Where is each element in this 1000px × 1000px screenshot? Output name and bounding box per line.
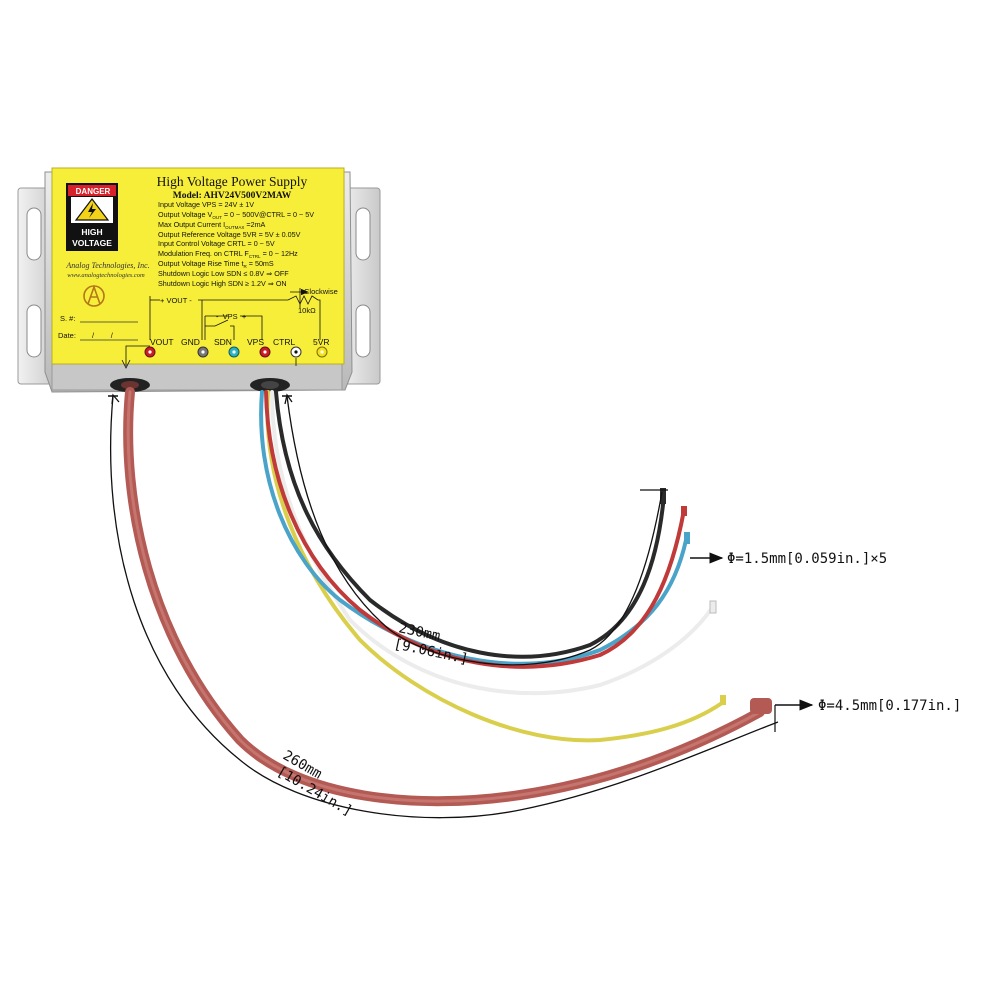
terminal-label-5vr: 5VR — [313, 337, 330, 347]
terminal-label-sdn: SDN — [214, 337, 232, 347]
short-wire-dimension-arc — [286, 395, 663, 666]
wire-white — [270, 390, 714, 696]
serial-label: S. #: — [60, 314, 75, 323]
terminal-label-ctrl: CTRL — [273, 337, 295, 347]
long-wire-dimension-arc — [110, 395, 779, 819]
vps-bracket-label: - VPS + — [216, 312, 247, 321]
spec-shutdown-high: Shutdown Logic High SDN ≥ 1.2V ⇒ ON — [158, 279, 287, 288]
wire-tips — [660, 488, 772, 714]
date-separators: / / — [92, 331, 114, 340]
circuit-schematic — [149, 288, 321, 340]
spec-max-current: Max Output Current IOUTMAX =2mA — [158, 220, 266, 230]
wire-blue — [259, 390, 688, 666]
vout-bracket-label: + VOUT - — [160, 296, 192, 305]
grommet-left — [110, 378, 150, 392]
warning-line1: HIGH — [81, 227, 102, 237]
spec-input-voltage: Input Voltage VPS = 24V ± 1V — [158, 200, 254, 209]
spec-reference-voltage: Output Reference Voltage 5VR = 5V ± 0.05… — [158, 230, 301, 239]
spec-rise-time: Output Voltage Rise Time tR = 50mS — [158, 259, 274, 269]
product-label: High Voltage Power Supply Model: AHV24V5… — [51, 167, 345, 369]
warning-header: DANGER — [76, 187, 111, 196]
spec-output-voltage: Output Voltage VOUT = 0 ~ 500V@CTRL = 0 … — [158, 210, 314, 220]
high-voltage-warning: DANGER HIGH VOLTAGE — [66, 183, 118, 251]
terminal-label-vout: VOUT — [150, 337, 174, 347]
label-model: Model: AHV24V500V2MAW — [173, 191, 292, 201]
clockwise-label: Clockwise — [304, 287, 338, 296]
spec-modulation-freq: Modulation Freq. on CTRL FCTRL = 0 ~ 12H… — [158, 249, 298, 259]
dimension-lines — [108, 393, 779, 819]
lightning-bolt-icon — [88, 203, 96, 218]
dimension-labels: 230mm [9.06in.] 260mm [10.24in.] Φ=1.5mm… — [274, 551, 961, 820]
pot-value-label: 10kΩ — [298, 306, 316, 315]
grommet-right — [250, 378, 290, 392]
spec-shutdown-low: Shutdown Logic Low SDN ≤ 0.8V ⇒ OFF — [158, 269, 289, 278]
wire-black — [274, 390, 666, 659]
wire-yellow — [265, 390, 724, 743]
terminals — [144, 346, 328, 358]
warning-line2: VOLTAGE — [72, 238, 112, 248]
company-name: Analog Technologies, Inc. — [65, 261, 149, 270]
thin-wire-diameter: Φ=1.5mm[0.059in.]×5 — [727, 551, 887, 567]
label-title: High Voltage Power Supply — [157, 174, 308, 189]
vout-pointer — [125, 345, 150, 366]
terminal-label-vps: VPS — [247, 337, 264, 347]
wire-bundle — [123, 387, 765, 807]
company-website: www.analogtechnologies.com — [67, 272, 145, 279]
spec-list: Input Voltage VPS = 24V ± 1V Output Volt… — [158, 200, 314, 288]
wire-red — [264, 390, 686, 669]
date-label: Date: — [58, 331, 76, 340]
thick-wire-diameter: Φ=4.5mm[0.177in.] — [818, 698, 961, 714]
company-logo — [83, 284, 105, 307]
spec-control-voltage: Input Control Voltage CRTL = 0 ~ 5V — [158, 239, 275, 248]
terminal-label-gnd: GND — [181, 337, 200, 347]
